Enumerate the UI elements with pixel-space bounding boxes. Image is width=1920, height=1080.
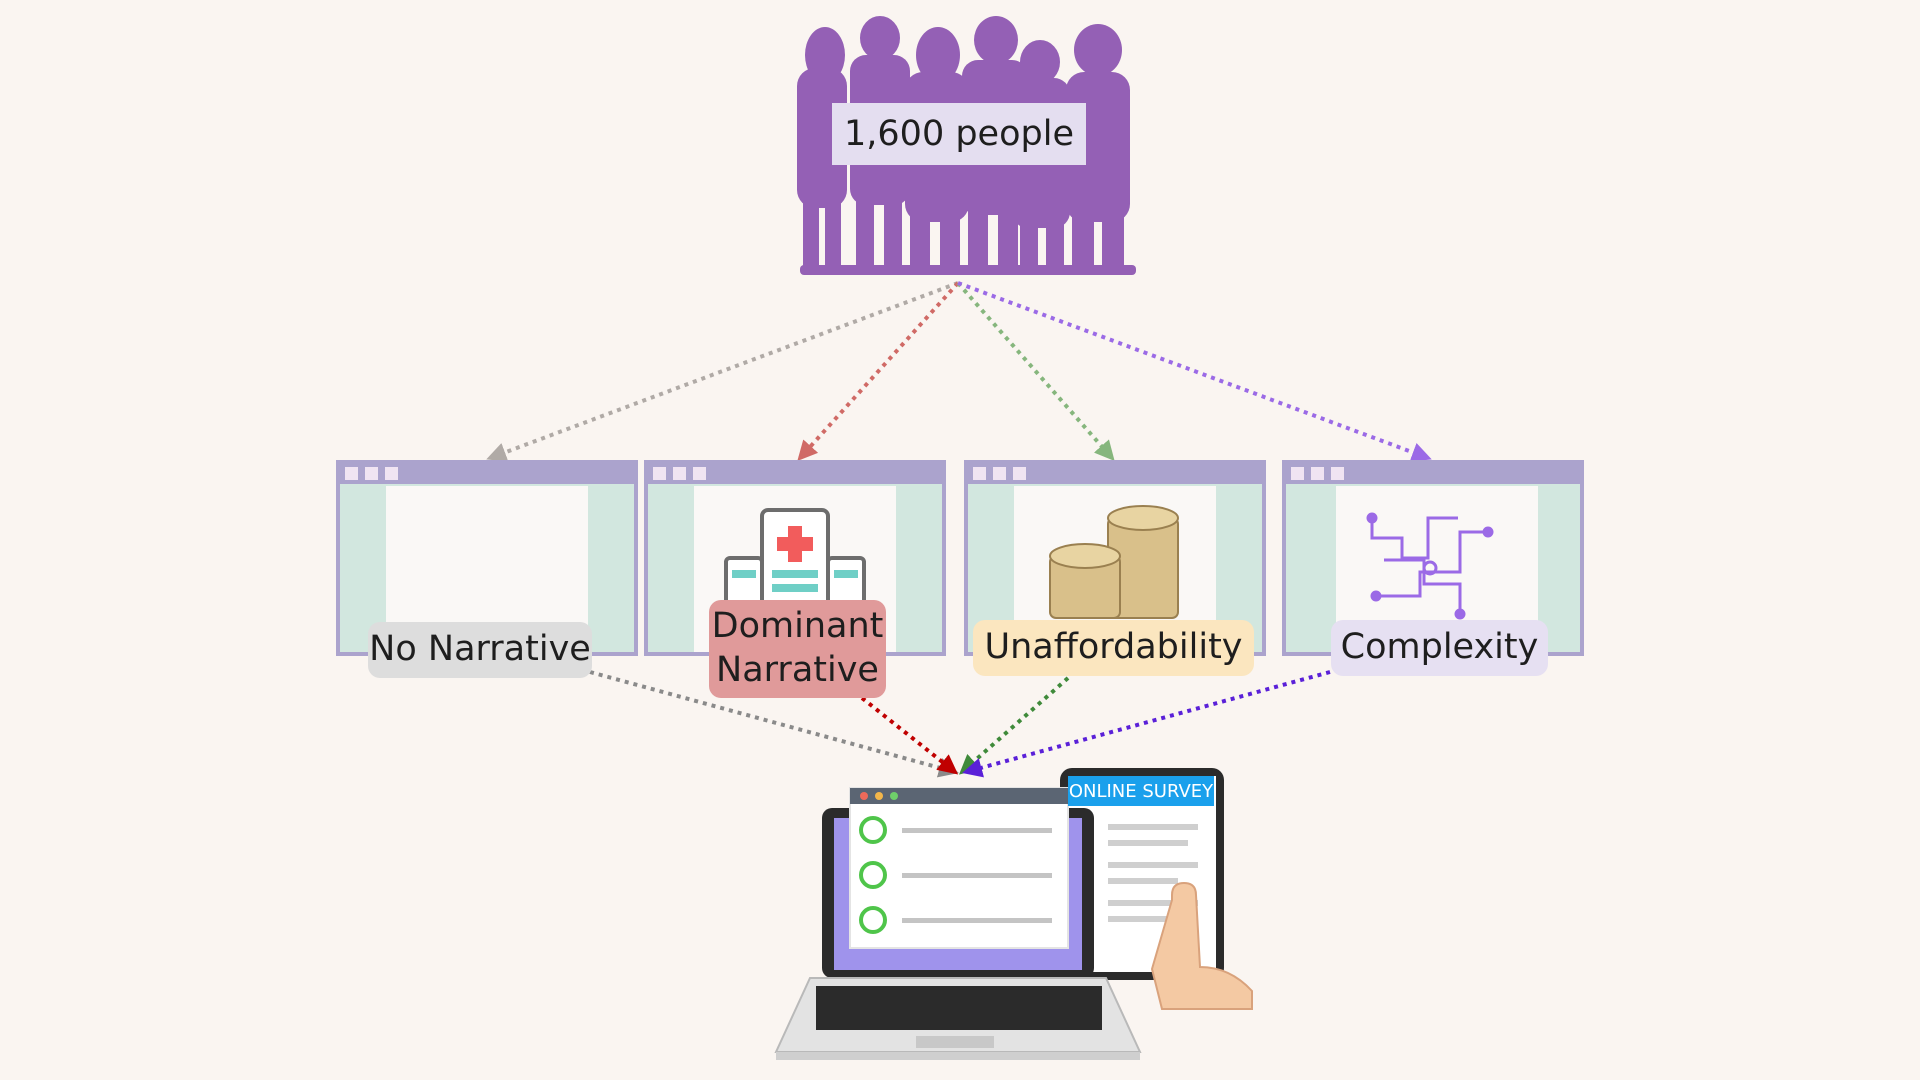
distribution-arrows <box>486 281 1432 462</box>
label-no-narrative: No Narrative <box>368 622 592 678</box>
label-dominant-narrative: Dominant Narrative <box>709 600 886 698</box>
survey-arrows <box>589 670 1331 778</box>
label-unaffordability: Unaffordability <box>973 620 1254 676</box>
label-complexity: Complexity <box>1331 620 1548 676</box>
arrow-dominant-to-survey <box>860 696 959 775</box>
people-count-label: 1,600 people <box>832 103 1086 165</box>
arrow-to-complexity <box>957 281 1432 462</box>
arrow-to-no-narrative <box>486 281 959 462</box>
circuit-icon <box>1366 512 1494 620</box>
online-survey-label: ONLINE SURVEY <box>1068 776 1214 806</box>
arrow-to-unaffordability <box>956 281 1115 462</box>
laptop-icon <box>774 787 1142 1060</box>
pointing-hand-icon <box>1150 881 1253 1010</box>
coins-icon <box>1049 505 1179 619</box>
arrow-no-narrative-to-survey <box>589 670 959 778</box>
arrow-unaffordability-to-survey <box>959 676 1070 775</box>
arrow-to-dominant <box>797 281 960 461</box>
